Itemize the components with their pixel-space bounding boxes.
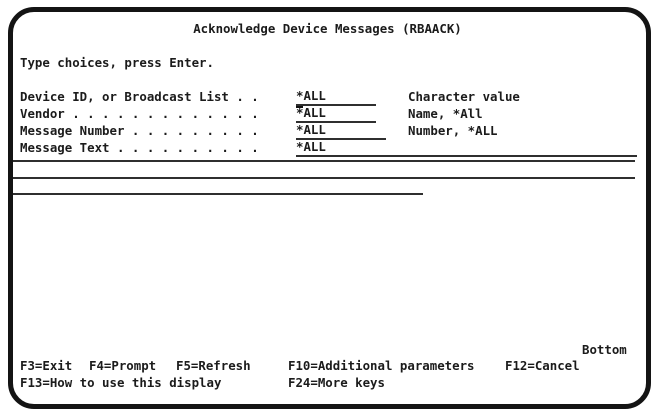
vendor-input[interactable]: *ALL (296, 105, 376, 123)
fkey-f5-refresh[interactable]: F5=Refresh (176, 358, 251, 373)
message-number-label: Message Number . . . . . . . . . (20, 123, 259, 138)
page-title: Acknowledge Device Messages (RBAACK) (193, 21, 462, 36)
instruction-text: Type choices, press Enter. (20, 55, 214, 70)
device-id-input[interactable]: *ALL (296, 88, 376, 106)
device-id-label: Device ID, or Broadcast List . . (20, 89, 259, 104)
message-number-hint: Number, *ALL (408, 123, 498, 138)
vendor-label: Vendor . . . . . . . . . . . . . (20, 106, 259, 121)
message-text-input-line-3[interactable] (13, 177, 635, 179)
message-text-input-line-2[interactable] (13, 160, 635, 162)
message-number-input[interactable]: *ALL (296, 122, 386, 140)
text-cursor (296, 106, 303, 108)
fkey-f24-more-keys[interactable]: F24=More keys (288, 375, 385, 390)
device-id-hint: Character value (408, 89, 520, 104)
fkey-f12-cancel[interactable]: F12=Cancel (505, 358, 580, 373)
bottom-indicator: Bottom (582, 342, 627, 357)
fkey-f3-exit[interactable]: F3=Exit (20, 358, 73, 373)
vendor-hint: Name, *All (408, 106, 483, 121)
message-text-input-line-4[interactable] (13, 193, 423, 195)
message-text-label: Message Text . . . . . . . . . . (20, 140, 259, 155)
fkey-f13-help-display[interactable]: F13=How to use this display (20, 375, 222, 390)
fkey-f10-additional-parameters[interactable]: F10=Additional parameters (288, 358, 475, 373)
terminal-screen-border (8, 7, 651, 409)
message-text-input[interactable]: *ALL (296, 139, 637, 157)
fkey-f4-prompt[interactable]: F4=Prompt (89, 358, 157, 373)
